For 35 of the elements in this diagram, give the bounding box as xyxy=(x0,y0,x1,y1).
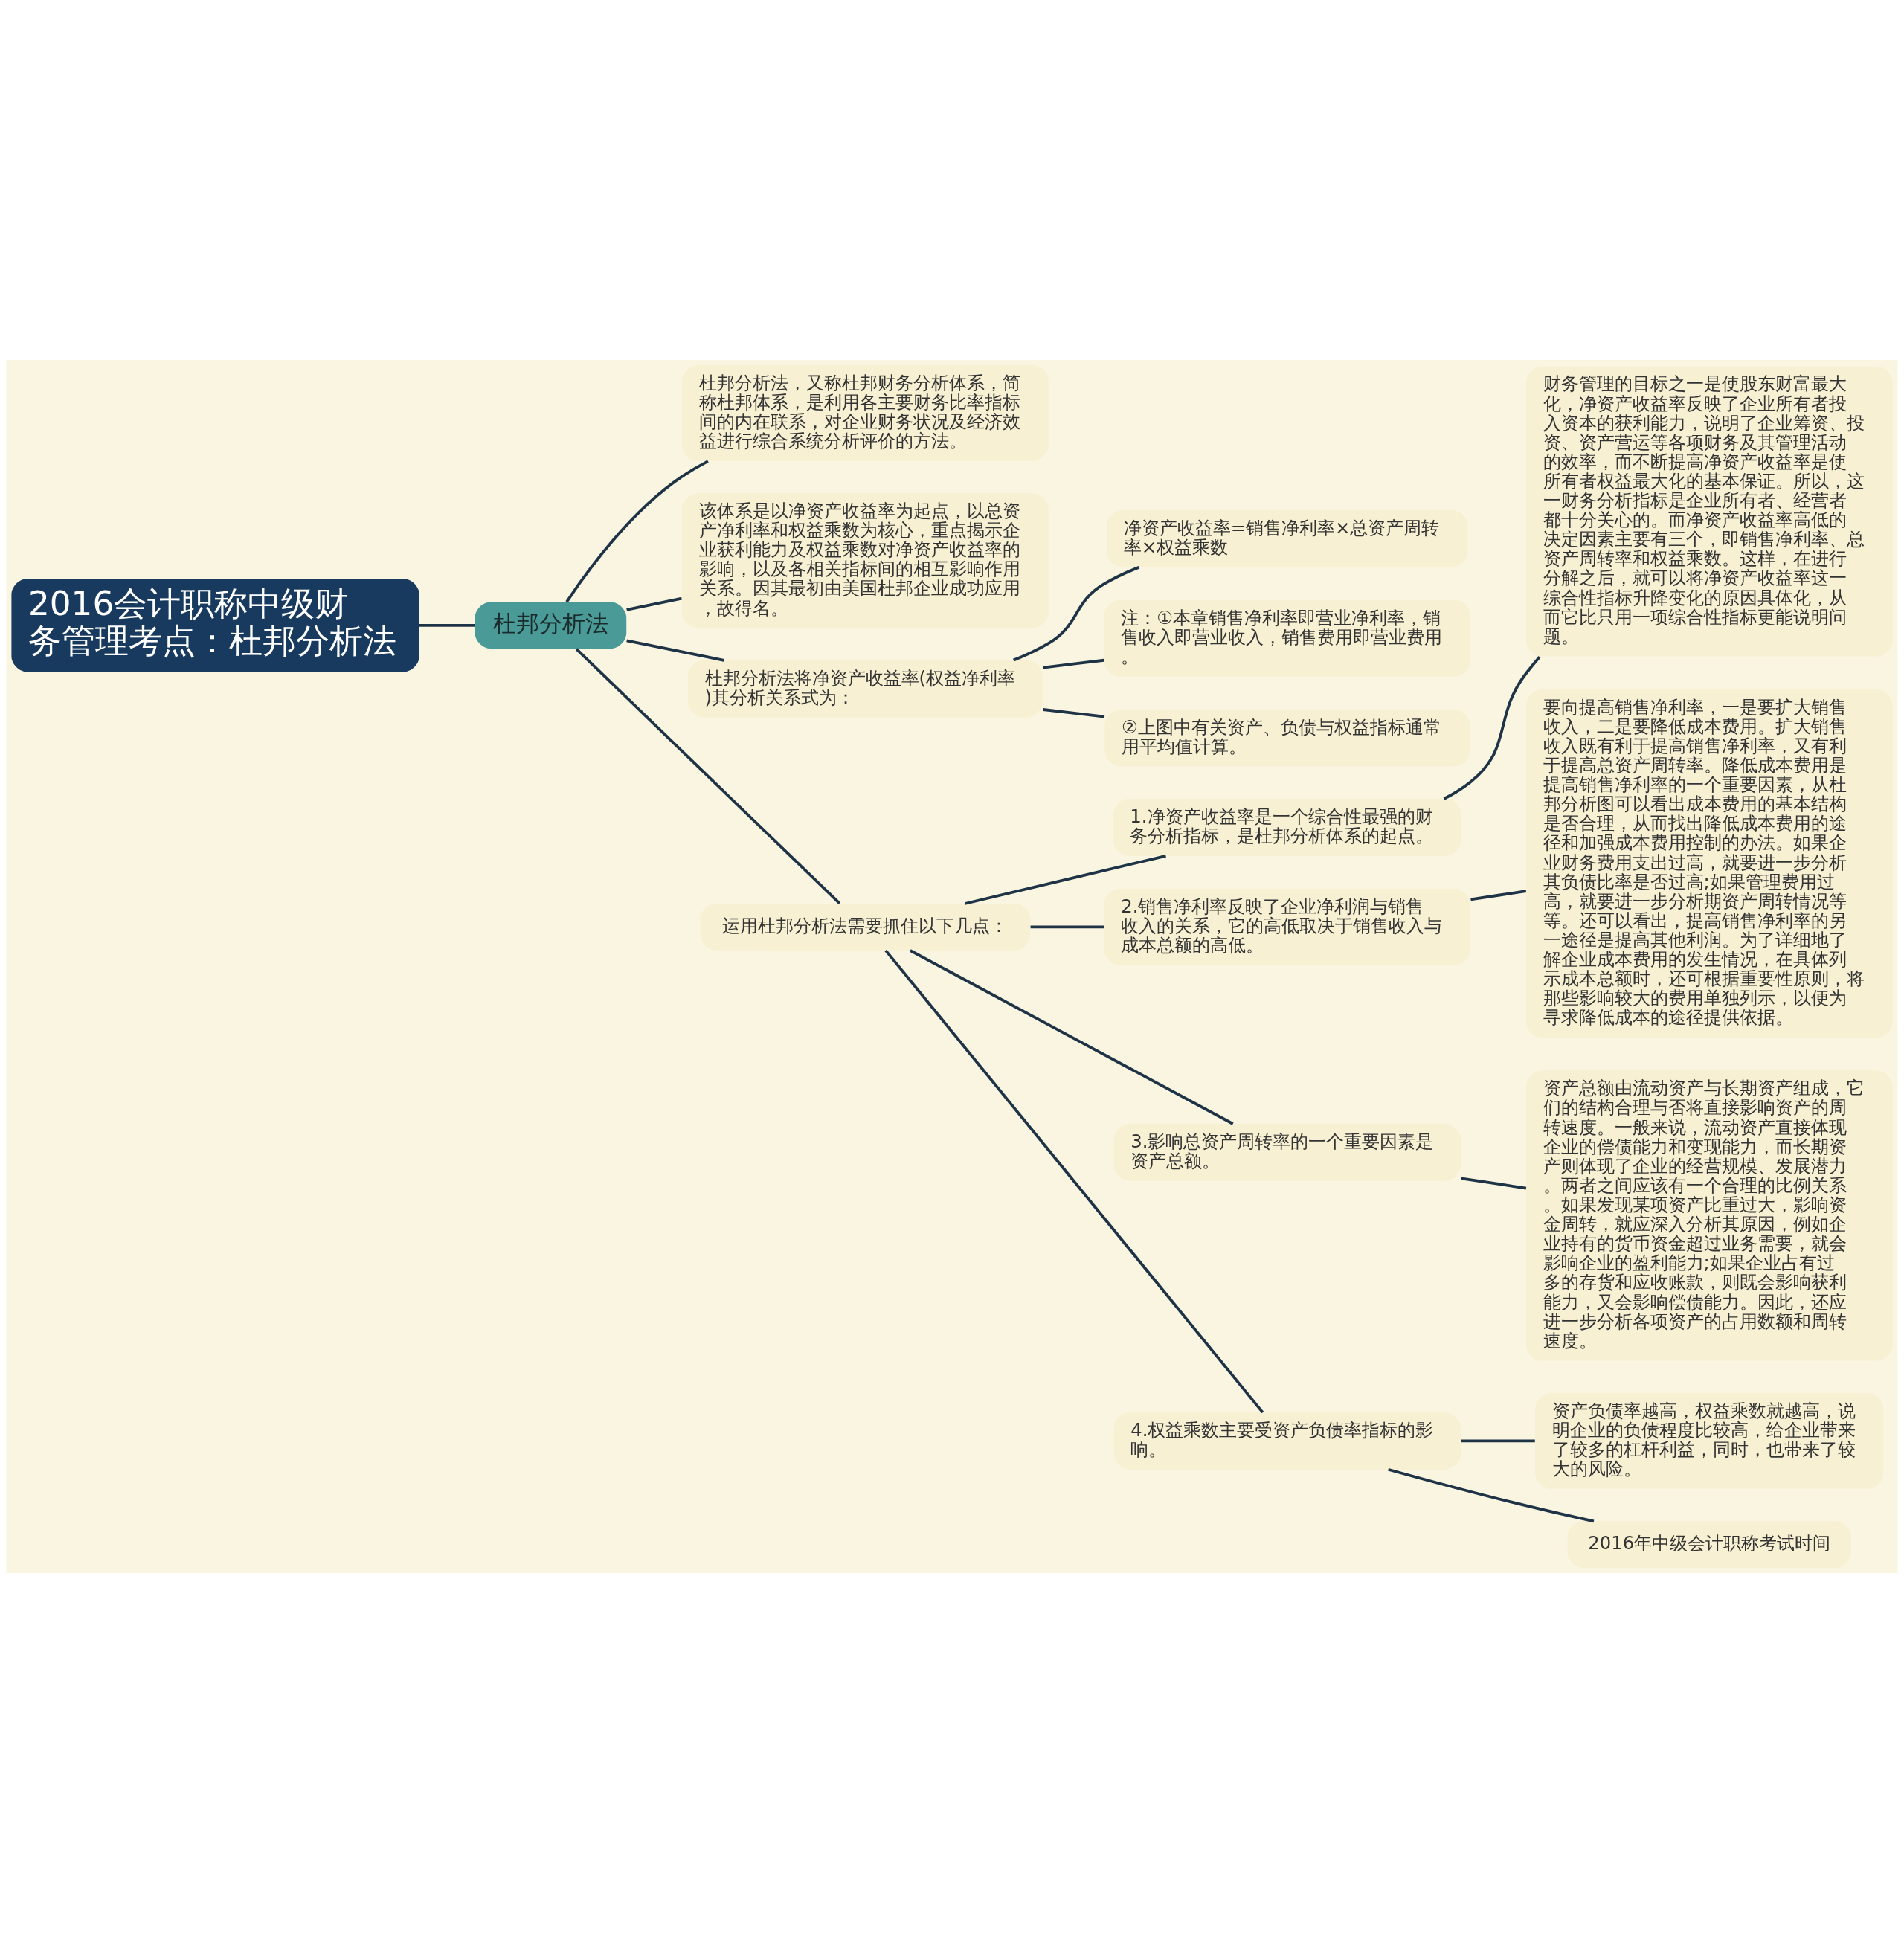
connector xyxy=(1012,565,1140,662)
node-box: 注：①本章销售净利率即营业净利率，销售收入即营业收入，销售费用即营业费用。 xyxy=(1104,599,1471,677)
connector xyxy=(626,596,682,611)
node-box: 2016年中级会计职称考试时间 xyxy=(1567,1521,1851,1569)
connector xyxy=(1043,708,1105,718)
connector xyxy=(1443,655,1541,800)
connector xyxy=(1461,1439,1535,1443)
connector xyxy=(1461,1177,1527,1190)
connector xyxy=(565,460,709,603)
node-box: 杜邦分析法 xyxy=(475,602,627,649)
connector xyxy=(1388,1467,1595,1523)
node-box: 资产负债率越高，权益乘数就越高，说明企业的负债程度比较高，给企业带来了较多的杠杆利益，同时，也带来了较大的风险。 xyxy=(1535,1393,1884,1489)
node-box: 3.影响总资产周转率的一个重要因素是资产总额。 xyxy=(1113,1124,1461,1181)
node-box: 该体系是以净资产收益率为起点，以总资产净利率和权益乘数为核心，重点揭示企业获利能力及权益乘数对净资产收益率的影响，以及各相关指标间的相互影响作用关系。因其最初由美国杜邦企业成功应用，故得名。 xyxy=(682,493,1049,628)
connector xyxy=(626,639,724,662)
node-box: 2.销售净利率反映了企业净利润与销售收入的关系，它的高低取决于销售收入与成本总额的高低。 xyxy=(1104,889,1471,965)
node-box: 财务管理的目标之一是使股东财富最大化，净资产收益率反映了企业所有者投入资本的获利能力，说明了企业筹资、投资、资产营运等各项财务及其管理活动的效率，而不断提高净资产收益率是使所有者权益最大化的基本保证。所以，这一财务分析指标是企业所有者、经营者都十分关心的。而净资产收益率高低的决定因素主要有三个，即销售净利率、总资产周转率和权益乘数。这样，在进行分解之后，就可以将净资产收益率这一综合性指标升降变化的原因具体化，从而它比只用一项综合性指标更能说明问题。 xyxy=(1526,366,1893,657)
connector xyxy=(909,949,1234,1125)
connector xyxy=(575,648,841,905)
node-box: 杜邦分析法将净资产收益率(权益净利率)其分析关系式为： xyxy=(687,660,1043,718)
connector xyxy=(1043,658,1104,669)
node-box: 杜邦分析法，又称杜邦财务分析体系，简称杜邦体系，是利用各主要财务比率指标间的内在联系，对企业财务状况及经济效益进行综合系统分析评价的方法。 xyxy=(682,364,1049,461)
node-box: 要向提高销售净利率，一是要扩大销售收入，二是要降低成本费用。扩大销售收入既有利于提高销售净利率，又有利于提高总资产周转率。降低成本费用是提高销售净利率的一个重要因素，从杜邦分析图可以看出成本费用的基本结构是否合理，从而找出降低成本费用的途径和加强成本费用控制的办法。如果企业财务费用支出过高，就要进一步分析其负债比率是否过高;如果管理费用过高，就要进一步分析期资产周转情况等等。还可以看出，提高销售净利率的另一途径是提高其他利润。为了详细地了解企业成本费用的发生情况，在具体列示成本总额时，还可根据重要性原则，将那些影响较大的费用单独列示，以便为寻求降低成本的途径提供依据。 xyxy=(1526,689,1893,1038)
node-box: ②上图中有关资产、负债与权益指标通常用平均值计算。 xyxy=(1104,710,1470,767)
connector xyxy=(1030,925,1104,929)
node-box: 资产总额由流动资产与长期资产组成，它们的结构合理与否将直接影响资产的周转速度。一般来说，流动资产直接体现企业的偿债能力和变现能力，而长期资产则体现了企业的经营规模、发展潜力。两者之间应该有一个合理的比例关系。如果发现某项资产比重过大，影响资金周转，就应深入分析其原因，例如企业持有的货币资金超过业务需要，就会影响企业的盈利能力;如果企业占有过多的存货和应收账款，则既会影响获利能力，又会影响偿债能力。因此，还应进一步分析各项资产的占用数额和周转速度。 xyxy=(1526,1070,1893,1361)
node-box: 1.净资产收益率是一个综合性最强的财务分析指标，是杜邦分析体系的起点。 xyxy=(1113,799,1461,856)
node-box: 运用杜邦分析法需要抓住以下几点： xyxy=(700,904,1031,951)
connector xyxy=(1470,890,1527,901)
connector xyxy=(419,623,475,627)
node-box: 2016会计职称中级财务管理考点：杜邦分析法 xyxy=(11,579,419,672)
node-box: 净资产收益率=销售净利率×总资产周转率×权益乘数 xyxy=(1107,509,1468,567)
node-box: 4.权益乘数主要受资产负债率指标的影响。 xyxy=(1113,1412,1461,1470)
connector xyxy=(884,949,1264,1414)
connector xyxy=(964,854,1166,905)
